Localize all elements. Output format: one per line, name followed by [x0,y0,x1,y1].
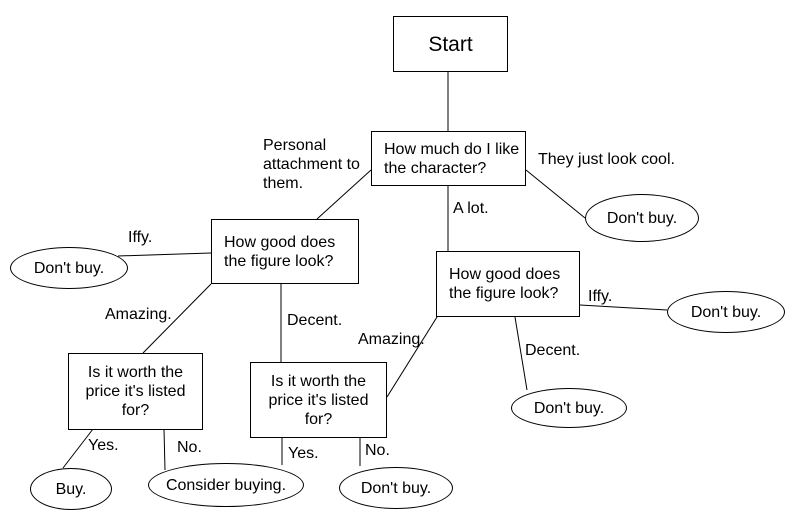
terminal-label: Don't buy. [690,303,762,321]
terminal-dont-buy-bottom-mid: Don't buy. [339,467,453,509]
edge-q-like-character--dont-buy-top-right [525,169,586,219]
label-yes-left: Yes. [88,436,119,455]
edge-label-line: Decent. [525,342,581,359]
node-label-line: Is it worth the [87,364,184,381]
edge-label-line: attachment to [263,156,360,173]
node-label-line: price it's listed [268,391,369,409]
node-label-line: the figure look? [224,252,334,270]
node-start: Start [393,16,508,72]
edge-q-worth-price-left--buy [62,428,94,469]
node-label-line: How good does [224,233,336,251]
label-decent-left: Decent. [287,311,342,330]
edge-q-figure-look-right--q-worth-price-mid [386,316,438,398]
label-they-just-look-cool: They just look cool. [538,150,675,169]
edge-q-figure-look-left--dont-buy-left [117,252,212,257]
edge-label-line: No. [177,439,202,456]
node-label-line: Is it worth the [270,372,367,390]
node-label-line: Start [428,32,473,56]
edge-q-like-character--q-figure-look-left [316,169,372,220]
edge-q-figure-look-right--dont-buy-far-right [579,304,668,311]
label-a-lot: A lot. [453,199,489,218]
edge-q-figure-look-right--dont-buy-mid-right [514,316,528,391]
edge-label-line: No. [365,442,390,459]
terminal-consider-buying: Consider buying. [148,463,304,507]
edge-label-line: them. [263,175,304,192]
node-label-line: price it's listed [85,383,186,400]
label-yes-mid: Yes. [288,444,319,463]
terminal-label: Don't buy. [606,209,678,227]
label-iffy-right: Iffy. [588,287,612,306]
edge-label-line: Iffy. [128,229,153,246]
terminal-label: Don't buy. [33,259,105,277]
edge-q-worth-price-left--consider-buying [163,428,166,471]
edge-label-line: Decent. [287,312,343,329]
edge-label-line: They just look cool. [538,151,675,168]
terminal-dont-buy-far-right: Don't buy. [667,291,785,333]
node-q-figure-look-right: How good does the figure look? [436,251,580,317]
label-no-left: No. [177,438,202,457]
terminal-label: Don't buy. [360,479,432,497]
terminal-buy: Buy. [30,468,112,510]
node-label-line: for? [304,410,333,428]
edge-label-line: Yes. [88,437,119,454]
edge-q-figure-look-left--q-worth-price-left [142,283,212,354]
terminal-dont-buy-left: Don't buy. [10,247,128,289]
node-label-line: the character? [384,159,487,177]
label-iffy-left: Iffy. [128,228,152,247]
label-personal-attachment: Personal attachment to them. [263,136,360,193]
terminal-label: Buy. [55,480,87,498]
node-q-worth-price-left: Is it worth the price it's listed for? [68,353,203,430]
terminal-dont-buy-mid-right: Don't buy. [511,388,627,428]
edge-label-line: Iffy. [588,288,613,305]
edge-label-line: Yes. [288,445,319,462]
terminal-dont-buy-top-right: Don't buy. [585,194,699,242]
node-label-line: the figure look? [449,285,559,302]
label-amazing-mid: Amazing. [358,330,425,349]
terminal-label: Consider buying. [165,476,287,494]
node-label-line: How much do I like [384,140,520,158]
edge-label-line: A lot. [453,200,489,217]
terminal-label: Don't buy. [533,399,605,417]
label-amazing-left: Amazing. [105,305,172,324]
label-no-mid: No. [365,441,390,460]
label-decent-right: Decent. [525,341,580,360]
edge-label-line: Personal [263,137,327,154]
edge-label-line: Amazing. [358,331,425,348]
node-label-line: for? [121,402,150,419]
edge-label-line: Amazing. [105,306,172,323]
node-label-line: How good does [449,266,561,283]
